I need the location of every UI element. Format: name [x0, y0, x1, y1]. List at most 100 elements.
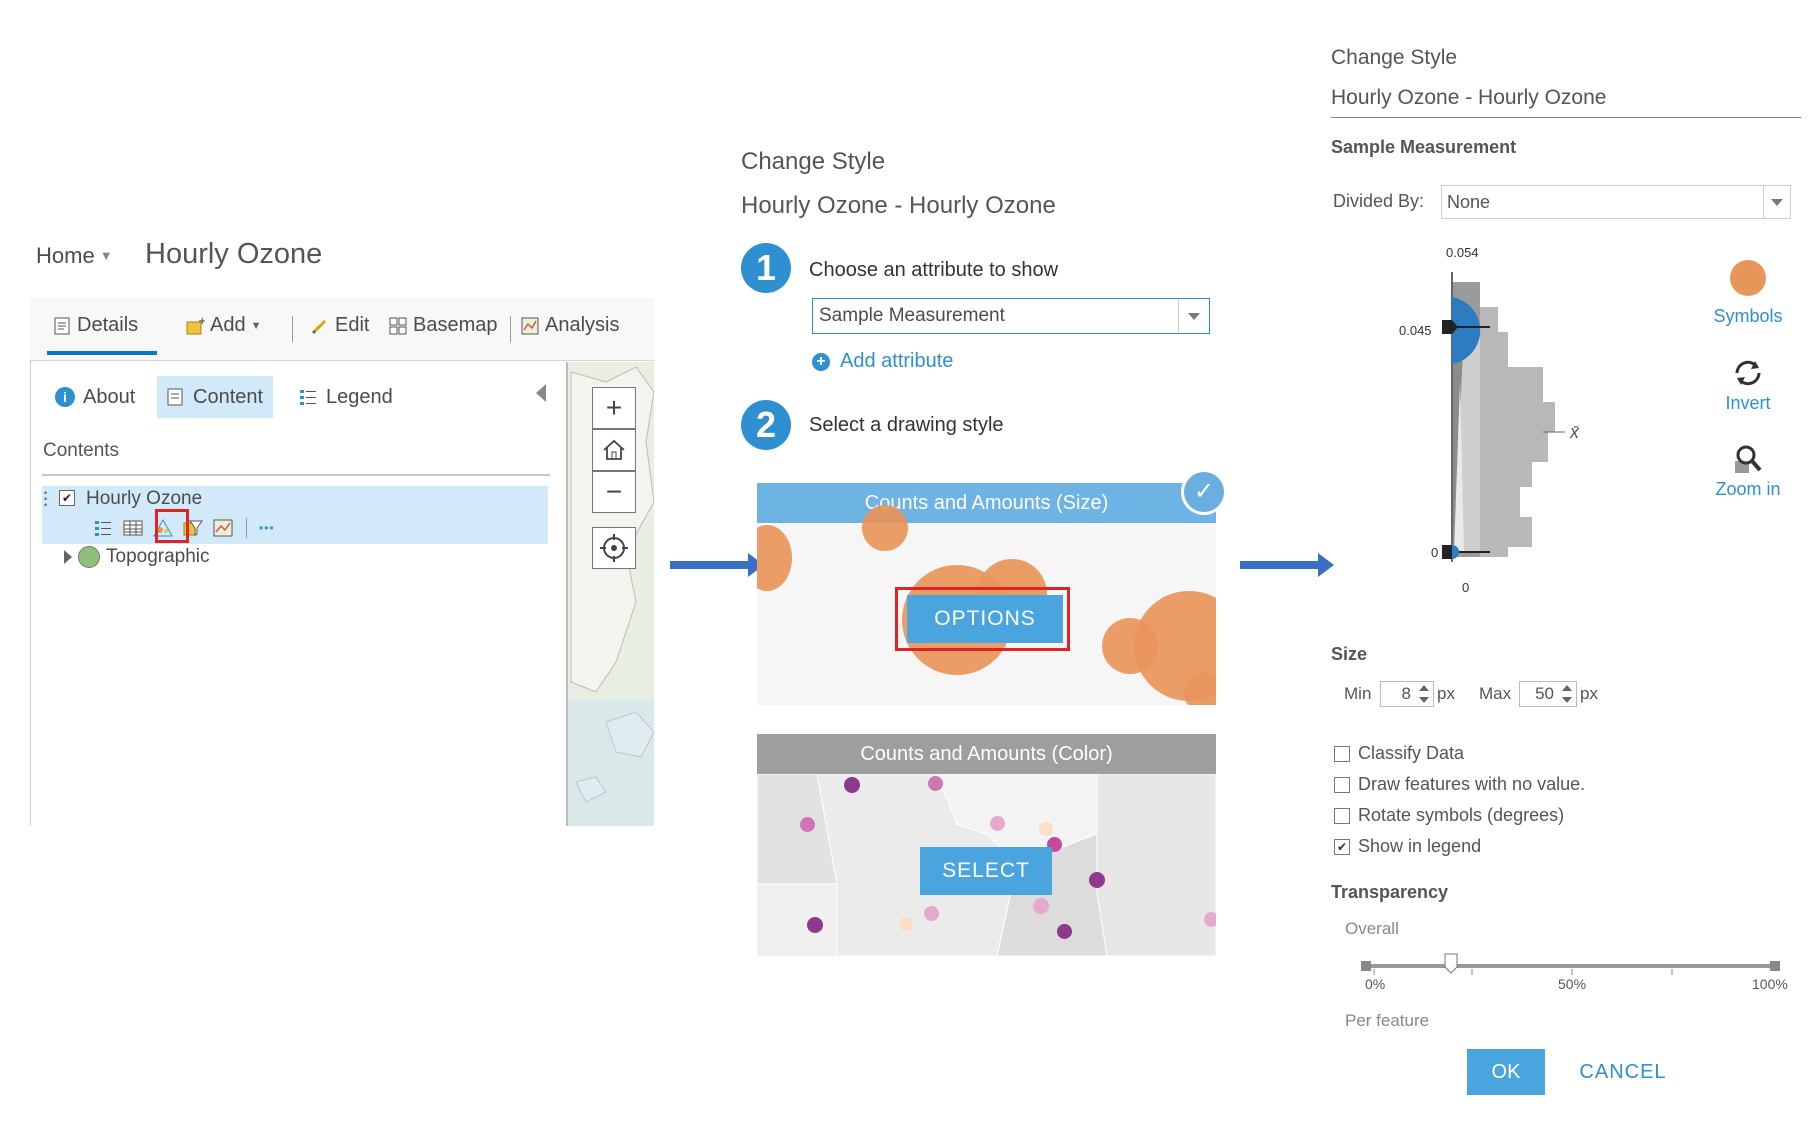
attribute-table-icon[interactable] [122, 517, 144, 539]
sample-bubble [862, 505, 908, 551]
transparency-slider[interactable] [1360, 950, 1785, 980]
tab-legend[interactable]: Legend [290, 376, 401, 418]
layer-name: Topographic [106, 546, 210, 567]
zoom-in-button[interactable]: + [592, 387, 636, 429]
invert-icon [1735, 360, 1761, 386]
map-divider [566, 362, 568, 826]
layer-row-topographic[interactable]: Topographic [64, 546, 210, 568]
home-menu[interactable]: Home▼ [36, 243, 113, 269]
add-button[interactable]: + Add ▼ [185, 314, 261, 337]
home-extent-button[interactable] [592, 429, 636, 471]
details-label: Details [77, 314, 139, 336]
histogram-max-label: 0.054 [1446, 245, 1479, 260]
perform-analysis-icon[interactable] [212, 517, 234, 539]
classify-data-checkbox[interactable]: Classify Data [1334, 743, 1464, 764]
sample-dot [899, 917, 913, 931]
style-card-size[interactable]: Counts and Amounts (Size) OPTIONS [757, 483, 1216, 705]
stepper-icon[interactable] [1417, 682, 1431, 706]
toolbar: Details + Add ▼ Edit Basemap Analysis [30, 298, 654, 361]
toolbar-divider [510, 316, 511, 342]
chevron-down-icon: ▼ [99, 248, 113, 263]
divided-by-select[interactable]: None [1441, 185, 1791, 219]
ok-button[interactable]: OK [1467, 1049, 1545, 1095]
add-attribute-label: Add attribute [840, 350, 954, 372]
edit-button[interactable]: Edit [310, 314, 369, 337]
add-attribute-link[interactable]: + Add attribute [812, 350, 953, 373]
add-layer-icon: + [186, 316, 205, 334]
symbols-label: Symbols [1713, 306, 1783, 326]
layer-name: Hourly Ozone [86, 488, 203, 509]
divided-by-label: Divided By: [1333, 191, 1425, 211]
sample-dot [990, 816, 1005, 831]
tab-legend-label: Legend [326, 385, 393, 408]
min-size-value: 8 [1401, 684, 1411, 703]
options-button[interactable]: OPTIONS [907, 595, 1063, 643]
select-button[interactable]: SELECT [920, 847, 1052, 895]
edit-label: Edit [335, 314, 370, 336]
change-style-title: Change Style [1331, 46, 1458, 69]
show-in-legend-checkbox[interactable]: ✔ Show in legend [1334, 836, 1481, 857]
sample-dot [1089, 872, 1105, 888]
checkbox-label: Draw features with no value. [1358, 774, 1586, 794]
basemap-button[interactable]: Basemap [388, 314, 498, 337]
invert-button[interactable]: Invert [1703, 357, 1793, 414]
sample-dot [924, 906, 939, 921]
stepper-icon[interactable] [1560, 682, 1574, 706]
step-1-badge: 1 [741, 243, 791, 293]
px-unit: px [1437, 684, 1455, 703]
style-card-size-title: Counts and Amounts (Size) [757, 483, 1216, 523]
tab-content[interactable]: Content [157, 376, 273, 418]
sample-dot [1057, 924, 1072, 939]
content-icon [167, 388, 183, 406]
drag-handle-icon[interactable]: ••• [44, 488, 48, 510]
locate-button[interactable] [592, 527, 636, 569]
divided-by-value: None [1447, 192, 1491, 212]
analysis-button[interactable]: Analysis [520, 314, 619, 337]
sample-dot [1204, 912, 1216, 927]
checkbox-label: Show in legend [1358, 836, 1482, 856]
analysis-icon [521, 317, 539, 334]
attribute-select[interactable]: Sample Measurement [812, 298, 1210, 334]
show-legend-icon[interactable] [92, 517, 114, 539]
histogram [1442, 272, 1565, 562]
checkbox[interactable] [1334, 807, 1350, 824]
tab-about[interactable]: i About [47, 376, 143, 418]
layer-subtitle: Hourly Ozone - Hourly Ozone [741, 192, 1056, 219]
cancel-button[interactable]: CANCEL [1579, 1061, 1667, 1083]
style-card-color[interactable]: Counts and Amounts (Color) SELECT [757, 734, 1216, 956]
sample-bubble [757, 525, 792, 591]
sample-bubble [1184, 673, 1216, 705]
sample-dot [807, 917, 823, 933]
checkbox-checked[interactable]: ✔ [1334, 838, 1350, 855]
layer-visibility-checkbox[interactable]: ✔ [59, 490, 75, 506]
axis-zero-label: 0 [1462, 580, 1470, 595]
checkbox-label: Rotate symbols (degrees) [1358, 805, 1565, 825]
locate-icon [600, 534, 628, 562]
collapse-panel-icon[interactable] [536, 384, 546, 402]
zoom-in-label: Zoom in [1715, 479, 1781, 499]
chevron-down-icon: ▼ [250, 319, 262, 332]
legend-icon [300, 390, 316, 405]
selected-check-icon: ✓ [1181, 469, 1227, 515]
attribute-select-value: Sample Measurement [819, 305, 1005, 326]
transparency-heading: Transparency [1331, 882, 1449, 902]
no-value-checkbox[interactable]: Draw features with no value. [1334, 774, 1585, 795]
min-size-input[interactable]: 8 [1380, 681, 1434, 707]
details-button[interactable]: Details [52, 314, 138, 337]
max-size-value: 50 [1535, 684, 1554, 703]
change-style-icon[interactable] [152, 517, 174, 539]
contents-heading: Contents [43, 440, 120, 461]
max-size-input[interactable]: 50 [1519, 681, 1577, 707]
symbols-button[interactable]: Symbols [1703, 260, 1793, 327]
checkbox[interactable] [1334, 776, 1350, 793]
zoom-in-histogram-button[interactable]: Zoom in [1703, 443, 1793, 500]
more-options-icon[interactable]: ••• [259, 521, 275, 535]
zoom-out-button[interactable]: − [592, 471, 636, 513]
plus-circle-icon: + [812, 352, 830, 371]
overall-label: Overall [1345, 919, 1399, 938]
info-icon: i [55, 387, 75, 407]
rotate-symbols-checkbox[interactable]: Rotate symbols (degrees) [1334, 805, 1564, 826]
px-unit: px [1580, 684, 1598, 703]
checkbox[interactable] [1334, 745, 1350, 762]
expand-icon[interactable] [64, 550, 72, 564]
